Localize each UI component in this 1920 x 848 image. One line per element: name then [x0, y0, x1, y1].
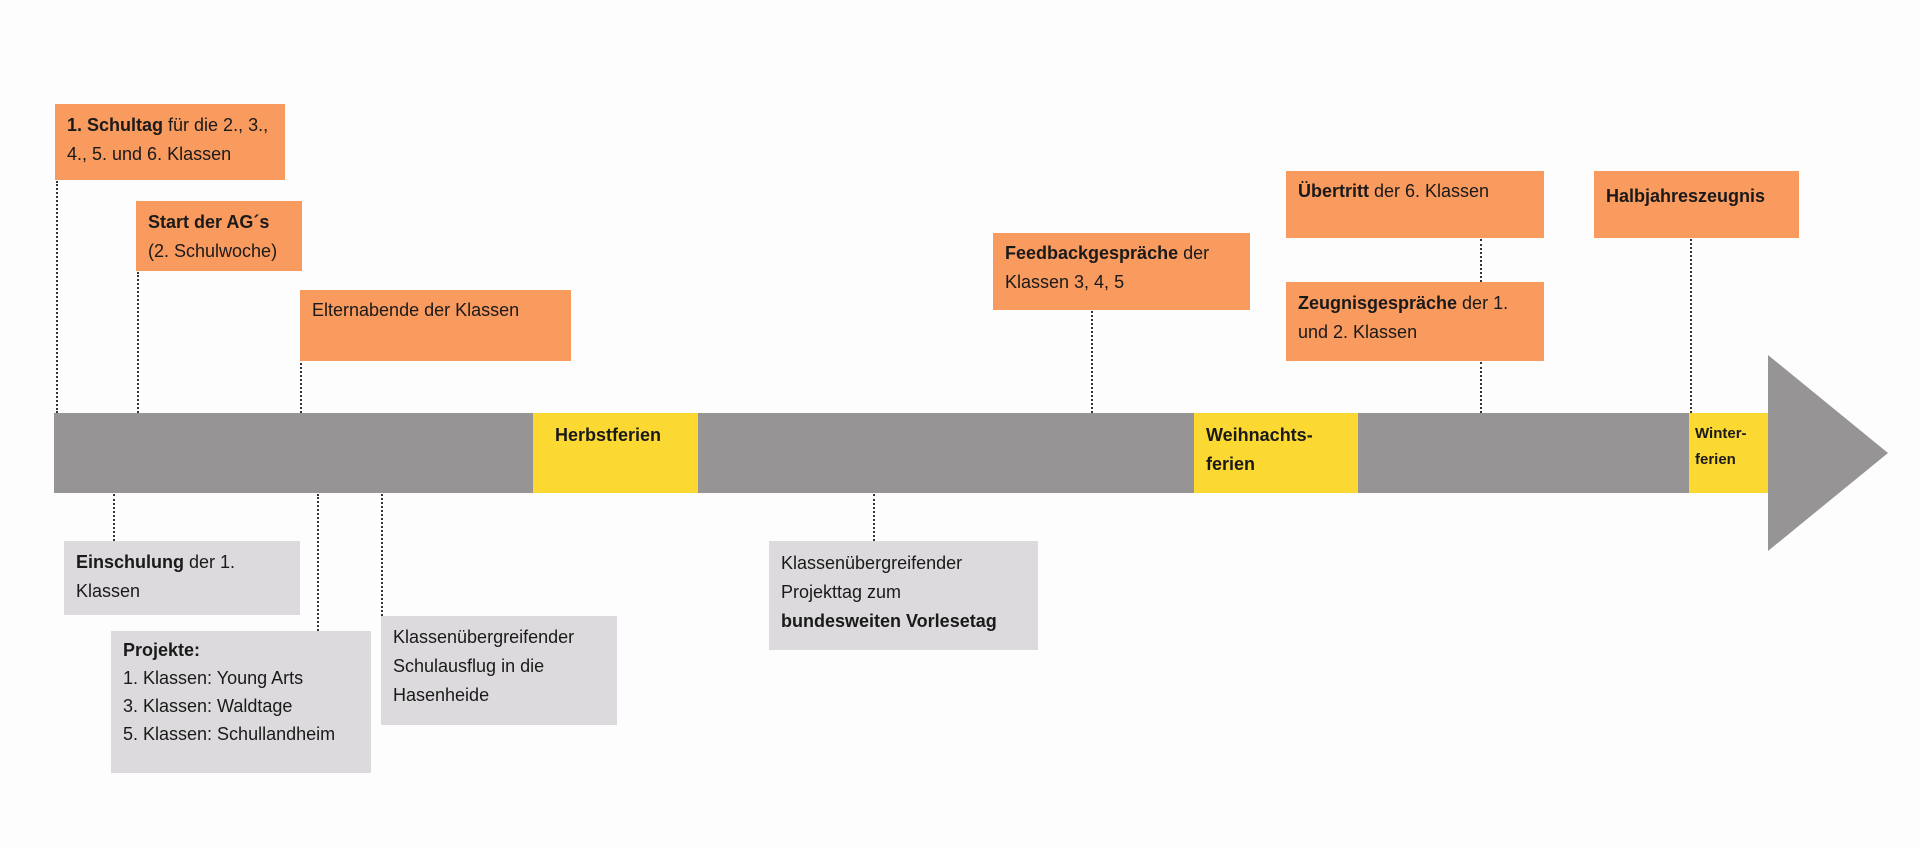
event-title: Zeugnisgespräche — [1298, 293, 1458, 313]
event-title: Halbjahreszeugnis — [1606, 186, 1766, 206]
event-title: Feedbackgespräche — [1005, 243, 1179, 263]
event-projekte: Projekte: 1. Klassen: Young Arts 3. Klasse… — [111, 631, 371, 773]
event-einschulung: Einschulung der 1. Klassen — [64, 541, 300, 615]
holiday-label: Weihnachts- — [1206, 425, 1313, 445]
connector — [1690, 239, 1692, 413]
event-feedbackgespraeche: Feedbackgespräche der Klassen 3, 4, 5 — [993, 233, 1250, 310]
connector — [1091, 311, 1093, 413]
connector — [137, 272, 139, 413]
connector — [113, 494, 115, 541]
event-title: bundesweiten Vorlesetag — [781, 611, 997, 631]
event-halbjahreszeugnis: Halbjahreszeugnis — [1594, 171, 1799, 238]
holiday-winterferien: Winter-ferien — [1689, 413, 1771, 493]
event-text: (2. Schulwoche) — [148, 241, 278, 261]
connector — [300, 340, 302, 413]
event-text: der 6. Klassen — [1369, 181, 1490, 201]
event-text: der Klassen 3, 4, 5 — [1005, 243, 1210, 292]
event-title: Einschulung — [76, 552, 184, 572]
event-schulausflug: Klassenübergreifender Schulausflug in di… — [381, 616, 617, 725]
connector — [1480, 362, 1482, 413]
holiday-herbstferien: Herbstferien — [533, 413, 698, 493]
event-text: Klassenübergreifender Schulausflug in di… — [393, 627, 575, 705]
event-title: 1. Schultag — [67, 115, 164, 135]
event-text: 5. Klassen: Schullandheim — [123, 724, 336, 744]
holiday-weihnachtsferien: Weihnachts-ferien — [1194, 413, 1358, 493]
event-text: der 1. und 2. Klassen — [1298, 293, 1509, 342]
connector — [317, 494, 319, 631]
event-text: für die 2., 3., 4., 5. und 6. Klassen — [67, 115, 269, 164]
event-title: Übertritt — [1298, 181, 1369, 201]
holiday-label: ferien — [1206, 454, 1256, 474]
event-text: Elternabende der Klassen — [312, 300, 520, 320]
event-text: Klassenübergreifender Projekttag zum — [781, 553, 963, 602]
event-start-ags: Start der AG´s (2. Schulwoche) — [136, 201, 302, 271]
timeline-segment — [1358, 413, 1689, 493]
event-uebertritt: Übertritt der 6. Klassen — [1286, 171, 1544, 238]
holiday-label: Winter- — [1695, 425, 1747, 442]
event-text: 1. Klassen: Young Arts — [123, 668, 304, 688]
event-erster-schultag: 1. Schultag für die 2., 3., 4., 5. und 6… — [55, 104, 285, 180]
arrowhead — [1768, 355, 1888, 551]
connector — [381, 494, 383, 616]
holiday-label: Herbstferien — [555, 425, 662, 445]
event-elternabende: Elternabende der Klassen — [300, 290, 571, 361]
event-text: der 1. Klassen — [76, 552, 236, 601]
connector — [56, 181, 58, 413]
connector — [873, 494, 875, 541]
holiday-label: ferien — [1695, 451, 1736, 468]
event-title: Projekte: — [123, 640, 201, 660]
event-vorlesetag: Klassenübergreifender Projekttag zum bund… — [769, 541, 1038, 650]
timeline-segment — [698, 413, 1194, 493]
event-zeugnisgespraeche: Zeugnisgespräche der 1. und 2. Klassen — [1286, 282, 1544, 361]
event-title: Start der AG´s — [148, 212, 270, 232]
event-text: 3. Klassen: Waldtage — [123, 696, 293, 716]
timeline-segment — [54, 413, 533, 493]
connector — [1480, 239, 1482, 282]
